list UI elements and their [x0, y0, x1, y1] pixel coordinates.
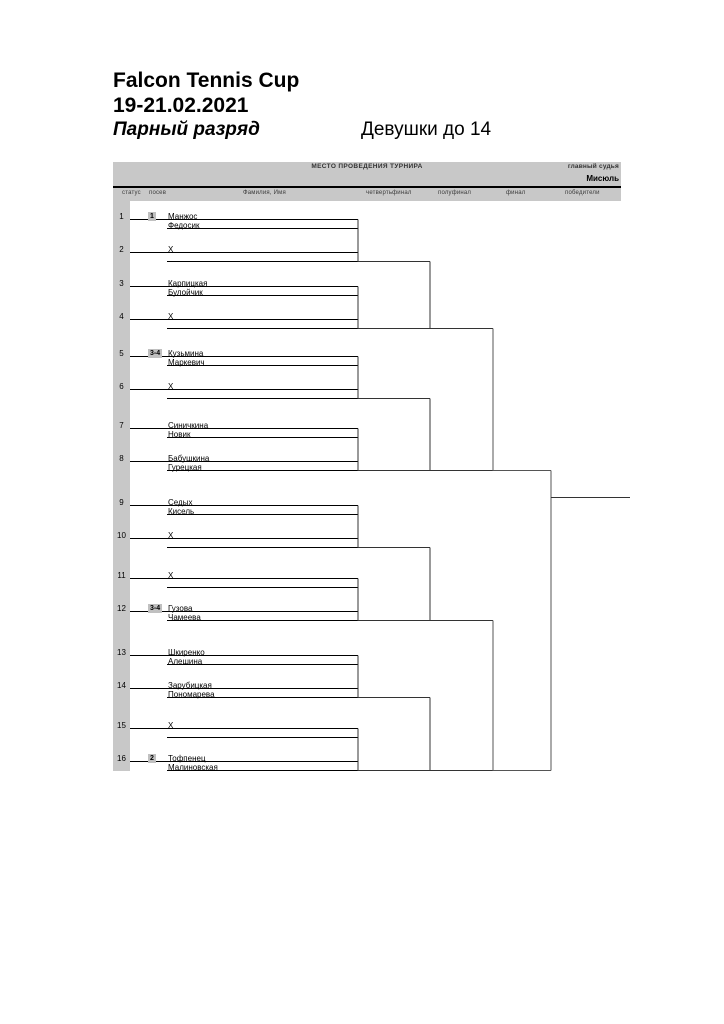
- row-number: 4: [119, 312, 124, 321]
- player-name-1: Гузова: [168, 604, 193, 613]
- title-block: Falcon Tennis Cup 19-21.02.2021 Парный р…: [113, 68, 633, 145]
- bye-marker: X: [168, 382, 174, 391]
- bye-marker: X: [168, 721, 174, 730]
- row-number: 9: [119, 498, 124, 507]
- player-name-1: Зарубицкая: [168, 681, 212, 690]
- info-bar: МЕСТО ПРОВЕДЕНИЯ ТУРНИРА главный судья М…: [113, 162, 621, 187]
- row-number: 3: [119, 279, 124, 288]
- player-name-2: Маркевич: [168, 358, 205, 367]
- player-name-2: Кисель: [168, 507, 195, 516]
- column-header-winners: победители: [565, 190, 600, 196]
- row-number: 13: [117, 648, 126, 657]
- round2-lines: [357, 219, 430, 772]
- seed-badge: 3-4: [148, 349, 163, 358]
- row-number: 2: [119, 245, 124, 254]
- player-name-2: Новик: [168, 430, 191, 439]
- row-number: 5: [119, 349, 124, 358]
- row-number: 7: [119, 421, 124, 430]
- player-name-2: Федосик: [168, 221, 200, 230]
- row-number: 10: [117, 531, 126, 540]
- player-name-1: Бабушкина: [168, 454, 210, 463]
- player-name-1: Седых: [168, 498, 193, 507]
- row-number: 11: [117, 571, 126, 580]
- header-divider: [113, 186, 621, 188]
- player-name-2: Булойчик: [168, 288, 203, 297]
- column-header-quarterfinal: четвертьфинал: [366, 190, 412, 196]
- player-name-2: Чамеева: [168, 613, 201, 622]
- seed-badge: 1: [148, 212, 156, 221]
- seed-badge: 3-4: [148, 604, 163, 613]
- row-number: 14: [117, 681, 126, 690]
- title-subrow: Парный разряд Девушки до 14: [113, 119, 633, 145]
- player-name-1: Синичкина: [168, 421, 209, 430]
- referee-label: главный судья: [567, 163, 619, 170]
- bye-marker: X: [168, 571, 174, 580]
- row-number: 15: [117, 721, 126, 730]
- tournament-title: Falcon Tennis Cup: [113, 69, 300, 92]
- player-name-2: Гурецкая: [168, 463, 202, 472]
- quarterfinal-lines: [429, 261, 493, 772]
- row-number: 6: [119, 382, 124, 391]
- row-number: 1: [119, 212, 124, 221]
- tournament-dates: 19-21.02.2021: [113, 94, 249, 117]
- column-header-row: статус посев Фамилия, Имя четвертьфинал …: [113, 188, 621, 201]
- round1-partner-lines: [167, 227, 358, 772]
- bye-marker: X: [168, 245, 174, 254]
- row-number: 16: [117, 754, 126, 763]
- referee-name: Мисюль: [586, 174, 619, 183]
- player-name-2: Алешина: [168, 657, 203, 666]
- row-number-rail: [113, 201, 130, 771]
- player-name-2: Малиновская: [168, 763, 218, 772]
- seed-badge: 2: [148, 754, 156, 763]
- player-name-1: Шкиренко: [168, 648, 205, 657]
- category-label: Девушки до 14: [361, 119, 492, 140]
- bye-marker: X: [168, 312, 174, 321]
- column-header-status: статус: [122, 190, 141, 196]
- player-name-2: Пономарева: [168, 690, 215, 699]
- player-name-1: Карпицкая: [168, 279, 208, 288]
- round1-lines: [130, 218, 358, 763]
- player-name-1: Манжос: [168, 212, 198, 221]
- discipline-label: Парный разряд: [113, 119, 260, 140]
- row-number: 8: [119, 454, 124, 463]
- row-number: 12: [117, 604, 126, 613]
- column-header-final: финал: [506, 190, 526, 196]
- bye-marker: X: [168, 531, 174, 540]
- column-header-seed: посев: [149, 190, 167, 196]
- player-name-1: Тофпенец: [168, 754, 206, 763]
- semifinal-lines: [492, 328, 551, 772]
- player-name-1: Кузьмина: [168, 349, 204, 358]
- column-header-semifinal: полуфинал: [438, 190, 472, 196]
- venue-label: МЕСТО ПРОВЕДЕНИЯ ТУРНИРА: [311, 163, 423, 170]
- column-header-name: Фамилия, Имя: [243, 190, 286, 196]
